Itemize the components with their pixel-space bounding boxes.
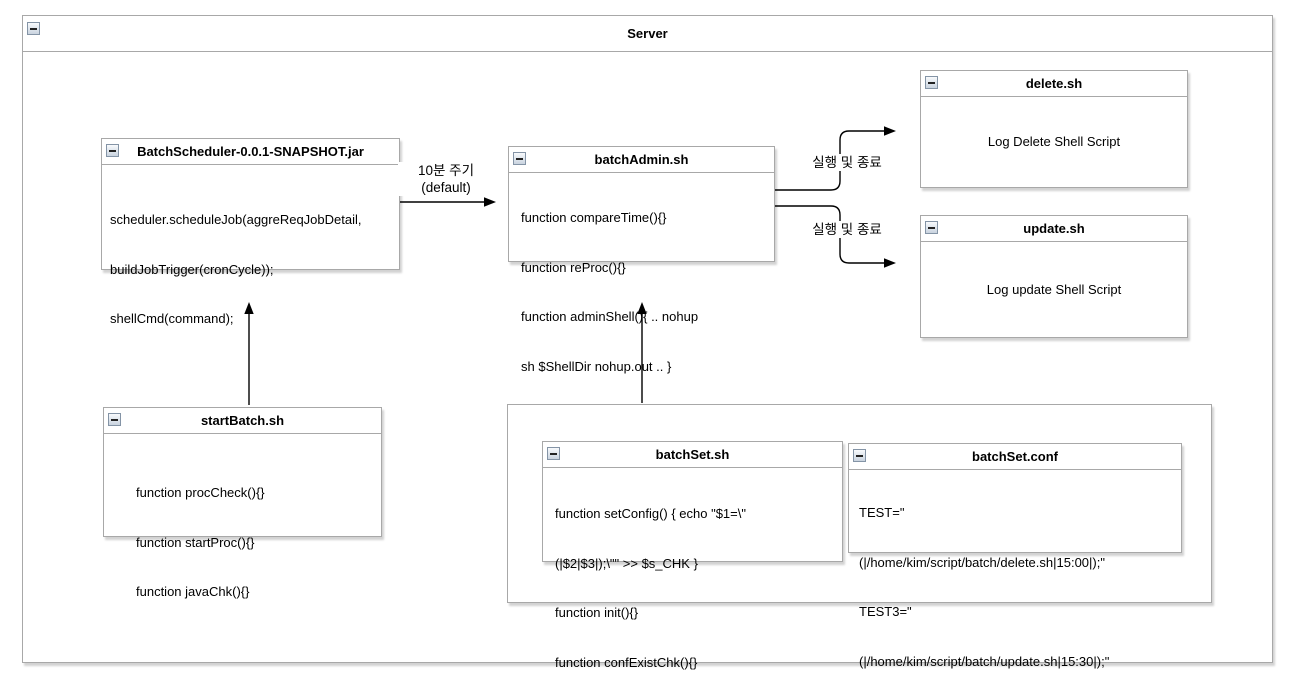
collapse-icon[interactable] [513, 152, 526, 165]
code-line: function compareTime(){} [521, 210, 667, 225]
collapse-icon[interactable] [853, 449, 866, 462]
node-batchadmin[interactable]: batchAdmin.sh function compareTime(){} f… [508, 146, 775, 423]
edge-label-line: (default) [421, 180, 471, 195]
node-titlebar: update.sh [921, 216, 1187, 242]
code-line: function startProc(){} [136, 534, 255, 550]
code-line: TEST=" [859, 505, 905, 520]
edge-label-line: 10분 주기 [417, 163, 475, 178]
node-batchset-sh[interactable]: batchSet.sh function setConfig() { echo … [542, 441, 843, 670]
code-line: function init(){} [555, 605, 639, 620]
collapse-icon[interactable] [108, 413, 121, 426]
node-title: batchSet.conf [972, 449, 1058, 464]
collapse-icon[interactable] [27, 22, 40, 35]
node-title: batchAdmin.sh [594, 152, 689, 167]
node-body: function setConfig() { echo "$1=\" (|$2|… [543, 468, 842, 680]
collapse-icon[interactable] [925, 221, 938, 234]
collapse-icon[interactable] [547, 447, 560, 460]
edge-label-line: 실행 및 종료 [812, 155, 882, 170]
edge-label-cycle[interactable]: 10분 주기 (default) [398, 162, 494, 196]
edge-label-line: 실행 및 종료 [812, 222, 882, 237]
node-delete-sh[interactable]: delete.sh Log Delete Shell Script [920, 70, 1188, 188]
code-line: function adminShell(){ .. nohup [521, 309, 699, 324]
collapse-icon[interactable] [106, 144, 119, 157]
code-line: (|$2|$3|);\"" >> $s_CHK } [555, 555, 698, 571]
node-startbatch[interactable]: startBatch.sh function procCheck(){} fun… [103, 407, 382, 599]
node-body: scheduler.scheduleJob(aggreReqJobDetail,… [102, 165, 399, 361]
node-body: function procCheck(){} function startPro… [104, 434, 381, 634]
code-line: buildJobTrigger(cronCycle)); [110, 261, 274, 277]
node-title: batchSet.sh [655, 447, 730, 462]
code-line: shellCmd(command); [110, 311, 234, 326]
code-line: function procCheck(){} [136, 485, 265, 500]
code-line: (|/home/kim/script/batch/update.sh|15:30… [859, 653, 1110, 669]
edge-label-exec-delete[interactable]: 실행 및 종료 [794, 154, 900, 171]
code-line: TEST3=" [859, 604, 912, 619]
node-update-sh[interactable]: update.sh Log update Shell Script [920, 215, 1188, 338]
node-body: TEST=" (|/home/kim/script/batch/delete.s… [849, 470, 1181, 680]
node-titlebar: startBatch.sh [104, 408, 381, 434]
node-body-text: Log update Shell Script [986, 281, 1122, 297]
code-line: sh $ShellDir nohup.out .. } [521, 358, 672, 374]
node-batchscheduler[interactable]: BatchScheduler-0.0.1-SNAPSHOT.jar schedu… [101, 138, 400, 326]
node-body-text: Log Delete Shell Script [987, 134, 1121, 150]
code-line: scheduler.scheduleJob(aggreReqJobDetail, [110, 212, 362, 227]
code-line: function reProc(){} [521, 259, 626, 275]
node-title: BatchScheduler-0.0.1-SNAPSHOT.jar [137, 144, 364, 159]
node-titlebar: delete.sh [921, 71, 1187, 97]
node-title: update.sh [1023, 221, 1085, 236]
collapse-icon[interactable] [925, 76, 938, 89]
node-titlebar: batchSet.conf [849, 444, 1181, 470]
code-line: (|/home/kim/script/batch/delete.sh|15:00… [859, 554, 1105, 570]
node-title: delete.sh [1025, 76, 1083, 91]
node-body: function compareTime(){} function reProc… [509, 173, 774, 458]
node-titlebar: batchAdmin.sh [509, 147, 774, 173]
code-line: function javaChk(){} [136, 584, 250, 599]
code-line: function setConfig() { echo "$1=\" [555, 506, 746, 521]
code-line: function confExistChk(){} [555, 654, 698, 670]
node-title: startBatch.sh [200, 413, 285, 428]
server-title: Server [627, 26, 668, 41]
edge-label-exec-update[interactable]: 실행 및 종료 [794, 221, 900, 238]
node-body: Log Delete Shell Script [921, 97, 1187, 188]
node-titlebar: batchSet.sh [543, 442, 842, 468]
node-titlebar: BatchScheduler-0.0.1-SNAPSHOT.jar [102, 139, 399, 165]
node-body: Log update Shell Script [921, 242, 1187, 338]
server-titlebar: Server [23, 16, 1272, 52]
node-batchset-conf[interactable]: batchSet.conf TEST=" (|/home/kim/script/… [848, 443, 1182, 669]
